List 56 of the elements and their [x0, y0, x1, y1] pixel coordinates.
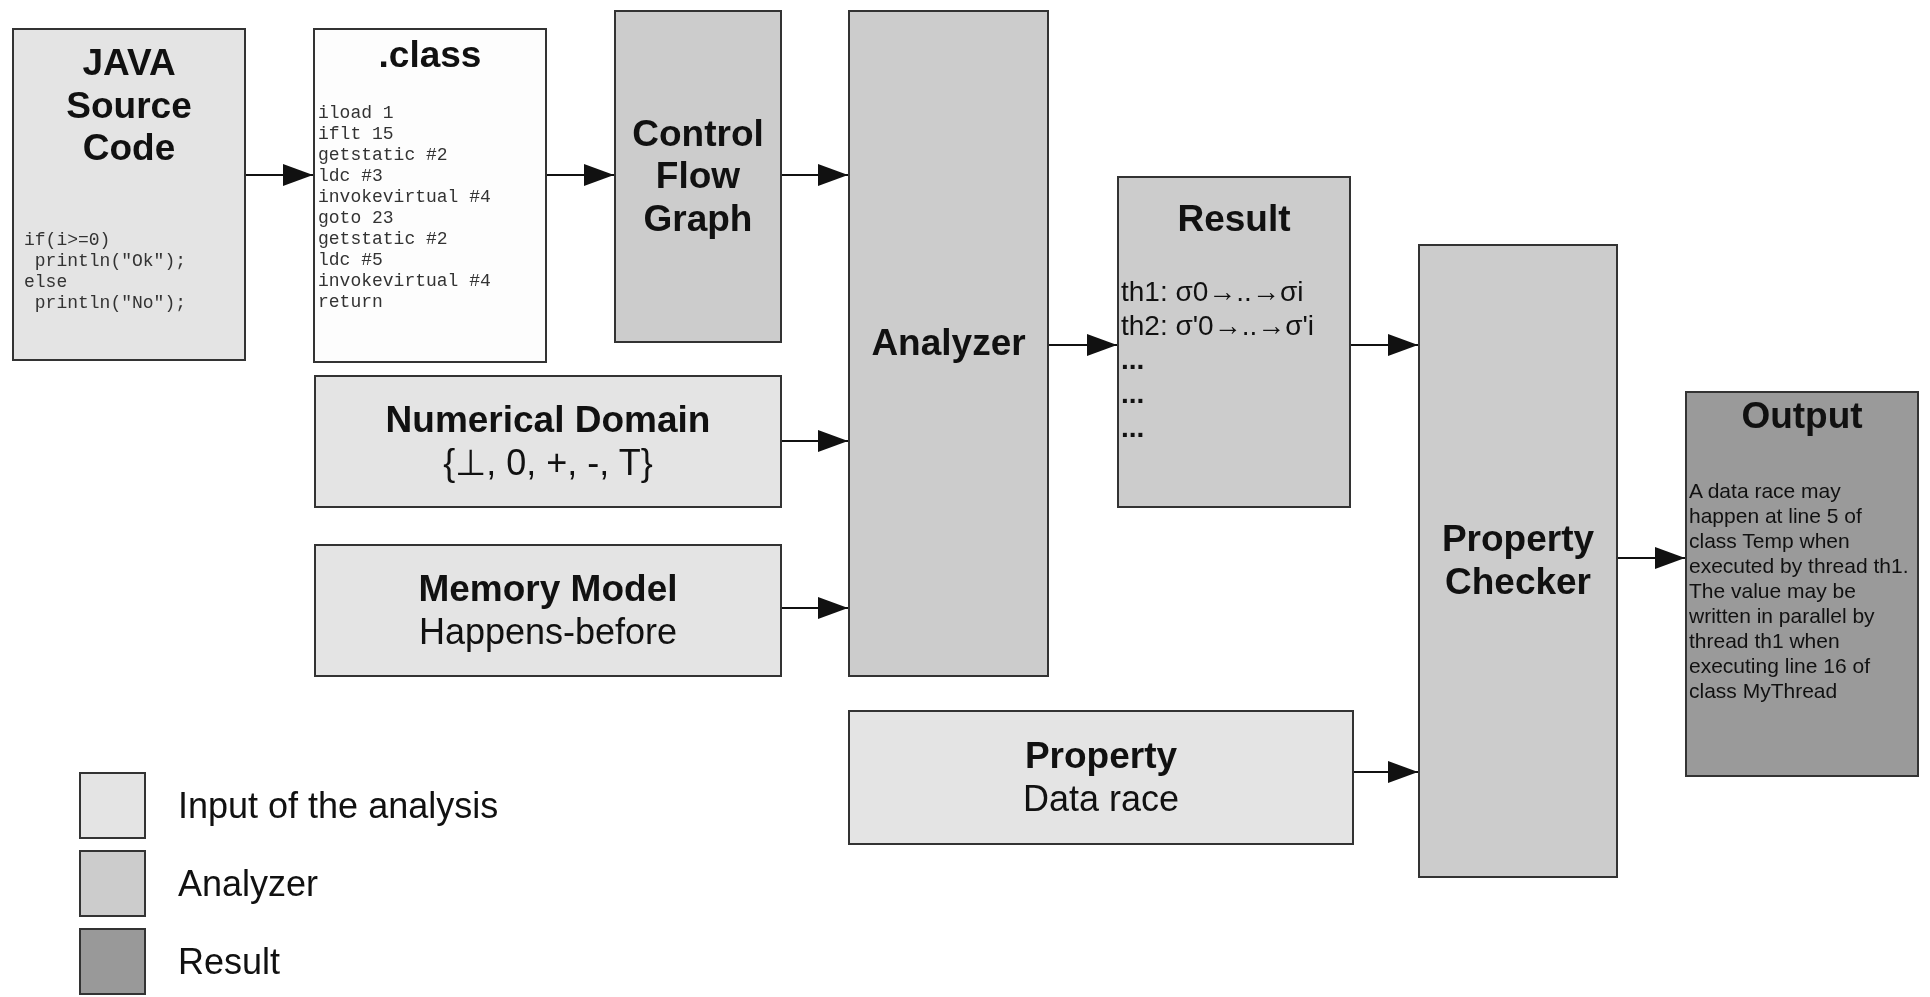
- arrow: [546, 164, 615, 186]
- process-box: [314, 544, 782, 677]
- box-title: Analyzer: [871, 322, 1026, 365]
- arrow: [1048, 334, 1118, 356]
- box-subtitle: {⊥, 0, +, -, T}: [442, 441, 654, 485]
- output-message: A data race may happen at line 5 of class Temp when executed by thread th1.: [1689, 477, 1910, 578]
- process-box: [313, 28, 547, 363]
- legend-text: Analyzer: [178, 862, 319, 905]
- trace-line: th1: σ0→..→σi: [1121, 274, 1305, 309]
- code-line: iflt 15: [318, 123, 395, 145]
- code-line: return: [318, 291, 384, 313]
- process-box: [1117, 176, 1351, 508]
- legend-text: Result: [178, 940, 281, 983]
- box-title: Output: [1741, 395, 1863, 438]
- code-line: ldc #3: [318, 165, 384, 187]
- process-box: [1418, 244, 1618, 878]
- trace-line: th2: σ'0→..→σ'i: [1121, 308, 1316, 343]
- code-line: iload 1: [318, 102, 395, 124]
- code-line: println("Ok");: [33, 250, 188, 272]
- code-line: invokevirtual #4: [318, 186, 492, 208]
- code-line: invokevirtual #4: [318, 270, 492, 292]
- code-line: println("No");: [33, 292, 188, 314]
- code-line: getstatic #2: [318, 144, 449, 166]
- ellipsis-text: ...: [1121, 342, 1146, 377]
- process-box: [848, 710, 1354, 845]
- box-title: Numerical Domain: [385, 398, 711, 442]
- code-line: goto 23: [318, 207, 395, 229]
- arrow: [1350, 334, 1419, 356]
- process-box: [848, 10, 1049, 677]
- box-title: Property: [1024, 734, 1178, 778]
- ellipsis-text: ...: [1121, 410, 1146, 445]
- box-title: .class: [378, 34, 482, 77]
- arrow: [245, 164, 314, 186]
- box-title: Memory Model: [418, 567, 678, 611]
- code-line: if(i>=0): [24, 229, 112, 251]
- output-message: The value may be written in parallel by thread th1 when executing line 16 of class MyThread: [1689, 577, 1876, 703]
- box-title: JAVA Source Code: [65, 42, 193, 170]
- box-title: Result: [1177, 198, 1291, 241]
- box-subtitle: Data race: [1021, 777, 1181, 821]
- box-title: Control Flow Graph: [631, 112, 765, 241]
- ellipsis-text: ...: [1121, 376, 1146, 411]
- arrow: [781, 164, 849, 186]
- arrow: [1617, 547, 1686, 569]
- process-box: [614, 10, 782, 343]
- code-line: ldc #5: [318, 249, 384, 271]
- process-box: [314, 375, 782, 508]
- arrow: [1353, 761, 1419, 783]
- arrow: [781, 597, 849, 619]
- process-box: [1685, 391, 1919, 777]
- box-title: Property Checker: [1440, 518, 1596, 604]
- legend-text: Input of the analysis: [178, 784, 499, 827]
- process-box: [12, 28, 246, 361]
- box-subtitle: Happens-before: [417, 610, 679, 654]
- arrow: [781, 430, 849, 452]
- code-line: else: [24, 271, 69, 293]
- code-line: getstatic #2: [318, 228, 449, 250]
